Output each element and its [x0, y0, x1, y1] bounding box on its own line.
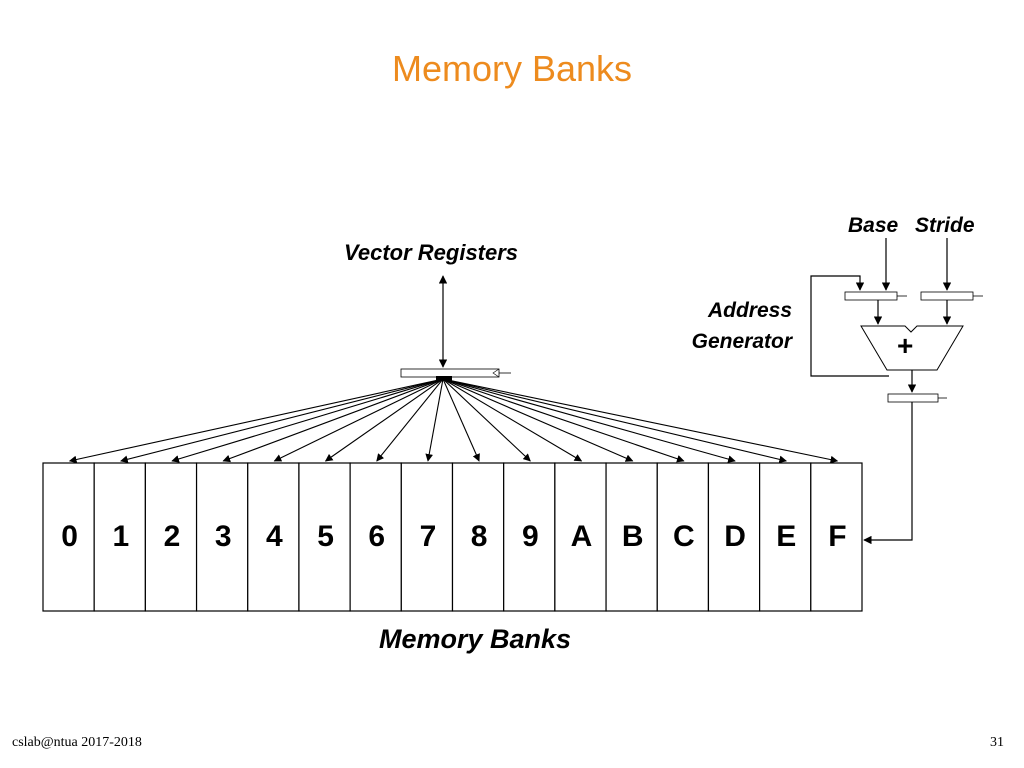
bank-label-7: 7 — [419, 520, 437, 553]
register-to-bank-arrows — [68, 378, 839, 464]
footer-text: cslab@ntua 2017-2018 — [12, 735, 142, 750]
arrow-to-bank-7 — [425, 378, 444, 462]
vector-registers-label: Vector Registers — [344, 240, 519, 265]
address-generator-label-line2: Generator — [691, 330, 792, 353]
arrow-to-bank-9 — [442, 378, 531, 462]
bank-label-3: 3 — [214, 520, 232, 553]
memory-bank-1 — [93, 462, 146, 612]
arrow-to-bank-2 — [171, 378, 444, 463]
address-register — [887, 393, 939, 403]
slide-title: Memory Banks — [391, 48, 633, 89]
arrow-to-bank-0 — [68, 378, 444, 464]
memory-bank-4 — [247, 462, 300, 612]
base-register — [844, 291, 898, 301]
stride-register — [920, 291, 974, 301]
vector-register — [400, 368, 500, 378]
bank-label-f: F — [828, 520, 847, 553]
memory-bank-7 — [400, 462, 454, 612]
bank-label-9: 9 — [521, 520, 539, 553]
arrow-to-bank-f — [442, 378, 839, 464]
stride-label: Stride — [915, 214, 975, 237]
address-generator-label-line1: Address — [707, 299, 792, 322]
arrow-to-bank-1 — [120, 378, 444, 464]
bank-label-0: 0 — [61, 520, 78, 553]
bank-label-c: C — [673, 520, 695, 553]
bank-label-d: D — [724, 520, 746, 553]
memory-bank-e — [759, 462, 812, 612]
bank-label-5: 5 — [317, 520, 334, 553]
bank-label-a: A — [570, 520, 593, 553]
memory-bank-a — [554, 462, 607, 612]
memory-bank-6 — [349, 462, 402, 612]
arrow-to-bank-c — [442, 378, 685, 463]
arrow-to-bank-e — [442, 378, 787, 464]
arrow-to-bank-3 — [222, 378, 444, 463]
memory-bank-b — [605, 462, 658, 612]
fan-out-hub — [436, 376, 452, 381]
memory-bank-c — [656, 462, 710, 612]
memory-bank-2 — [144, 462, 198, 612]
bank-label-8: 8 — [470, 520, 488, 553]
arrow-to-bank-5 — [324, 378, 444, 462]
vector-register-clock-tick — [492, 368, 500, 378]
arrow-to-bank-d — [442, 378, 736, 463]
memory-banks-label: Memory Banks — [378, 624, 572, 654]
bank-label-b: B — [621, 520, 644, 553]
arrow-to-bank-a — [442, 378, 583, 462]
address-to-banks-arrow — [863, 402, 913, 545]
bank-label-2: 2 — [163, 520, 181, 553]
memory-bank-f — [810, 462, 863, 612]
arrow-to-bank-4 — [273, 378, 444, 462]
address-adder — [860, 325, 964, 371]
arrow-to-bank-6 — [376, 378, 444, 462]
arrow-to-bank-b — [442, 378, 634, 462]
arrow-to-bank-8 — [442, 378, 480, 462]
bank-label-6: 6 — [368, 520, 386, 553]
base-label: Base — [848, 214, 899, 237]
memory-bank-5 — [298, 462, 351, 612]
memory-bank-0 — [42, 462, 95, 612]
bank-label-e: E — [776, 520, 797, 553]
memory-bank-8 — [451, 462, 505, 612]
page-number: 31 — [990, 735, 1004, 750]
memory-bank-array — [42, 462, 863, 612]
address-feedback-line — [810, 275, 889, 377]
adder-symbol: + — [897, 330, 914, 361]
memory-bank-3 — [195, 462, 249, 612]
bank-label-1: 1 — [112, 520, 130, 553]
bank-label-4: 4 — [266, 520, 283, 553]
memory-bank-d — [707, 462, 761, 612]
memory-bank-9 — [503, 462, 556, 612]
